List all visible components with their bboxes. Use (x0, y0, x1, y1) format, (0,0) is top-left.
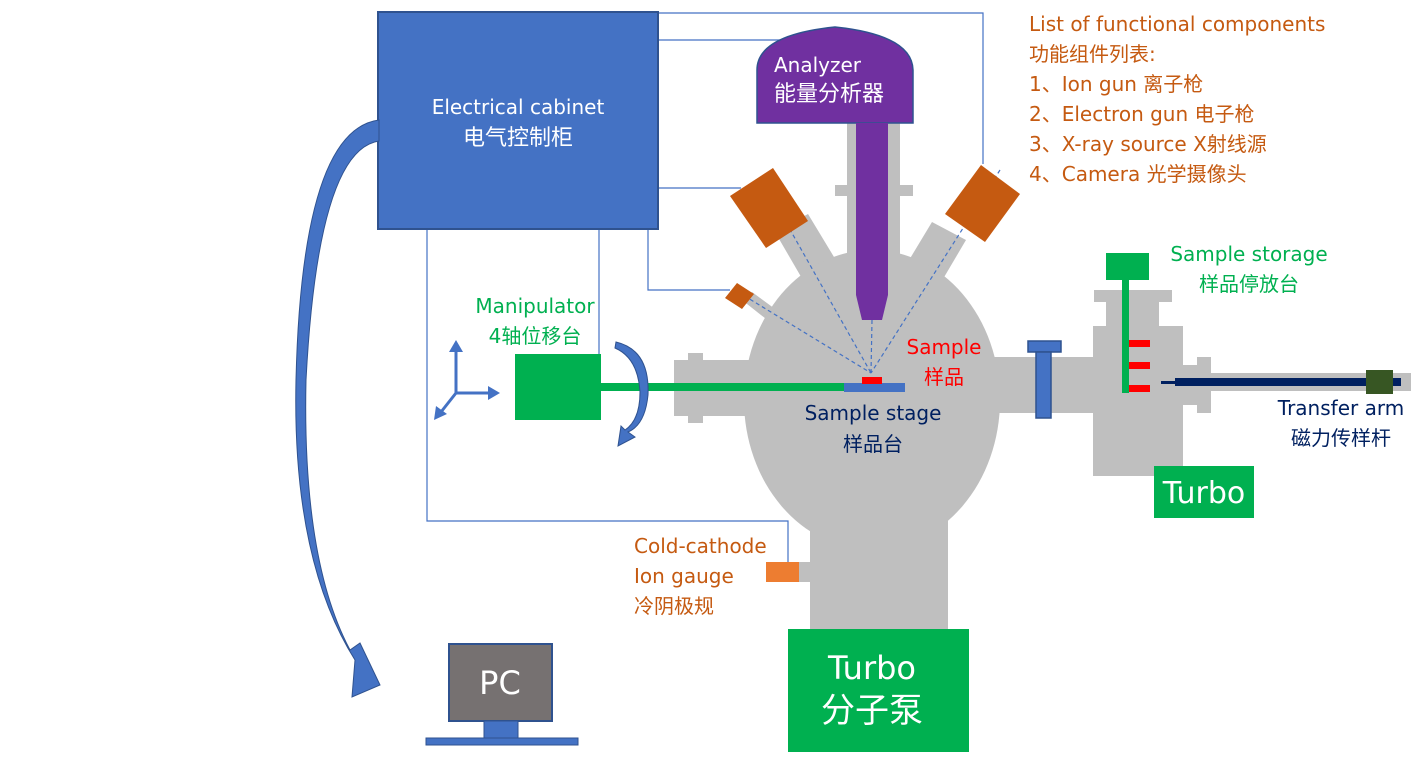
loadlock-body (1093, 326, 1183, 476)
electron-gun (730, 168, 808, 248)
manipulator[interactable] (515, 354, 905, 420)
sample-stage-label-en: Sample stage (805, 401, 942, 425)
ion-gauge-label-3: 冷阴极规 (634, 594, 714, 618)
wire-cabinet-to-camera (647, 229, 730, 291)
pc-base (425, 737, 579, 746)
gate-valve (1027, 340, 1062, 419)
analyzer-label-en: Analyzer (774, 53, 862, 77)
camera (725, 283, 754, 309)
valve-handle (1027, 340, 1062, 353)
transfer-arm-label-zh: 磁力传样杆 (1291, 426, 1391, 450)
storage-handle (1106, 253, 1149, 280)
ion-gauge-label-1: Cold-cathode (634, 534, 767, 558)
sample-stage (844, 383, 905, 392)
pump-neck (810, 510, 948, 635)
storage-sample-1 (1129, 340, 1150, 347)
turbo-pump-main[interactable] (788, 629, 969, 752)
loadlock-neck (1106, 302, 1159, 326)
analyzer-label-zh: 能量分析器 (774, 82, 884, 107)
xray-source (945, 165, 1020, 242)
component-list-item: 4、Camera 光学摄像头 (1029, 162, 1247, 186)
sample-storage[interactable] (1106, 253, 1150, 393)
loadlock-left (1080, 357, 1100, 413)
analyzer (756, 26, 914, 320)
xyz-axes-icon (434, 340, 500, 420)
component-list-item: 2、Electron gun 电子枪 (1029, 102, 1255, 126)
analyzer-lens-column (856, 123, 888, 320)
beam-analyzer (870, 319, 873, 374)
transfer-arm[interactable] (1161, 370, 1401, 394)
beam-camera (737, 291, 872, 374)
wire-cabinet-to-gauge (426, 229, 789, 562)
sample (862, 377, 882, 384)
transfer-arm-label-en: Transfer arm (1277, 396, 1404, 420)
component-list-title-en: List of functional components (1029, 12, 1325, 36)
turbo-small-label: Turbo (1162, 476, 1246, 511)
sample-stage-label-zh: 样品台 (843, 432, 903, 456)
main-chamber (674, 115, 1100, 635)
turbo-pump-small[interactable] (1154, 466, 1254, 518)
transfer-arm-knob (1366, 370, 1393, 394)
turbo-main-label-en: Turbo (827, 649, 916, 687)
sample-storage-label-zh: 样品停放台 (1199, 272, 1299, 296)
sources (725, 165, 1020, 309)
transfer-arm-tip (1161, 381, 1175, 384)
cabinet-label-en: Electrical cabinet (432, 95, 605, 119)
electrical-cabinet[interactable] (377, 11, 659, 230)
ion-gauge-label-2: Ion gauge (634, 564, 734, 588)
pc[interactable] (425, 643, 579, 746)
storage-sample-3 (1129, 385, 1150, 392)
analyzer-dome (756, 26, 914, 124)
storage-sample-2 (1129, 362, 1150, 369)
cabinet-label-zh: 电气控制柜 (463, 126, 573, 151)
wire-cabinet-to-analyzer-top (657, 12, 984, 164)
rotation-arrow-icon (614, 341, 649, 447)
loadlock-top-flange (1094, 290, 1172, 302)
pc-stand (483, 720, 519, 739)
sample-storage-label-en: Sample storage (1170, 242, 1327, 266)
sample-label-zh: 样品 (924, 365, 964, 389)
pc-label: PC (479, 664, 521, 702)
control-wires (426, 12, 984, 562)
manipulator-rod (601, 383, 846, 391)
turbo-main-label-zh: 分子泵 (821, 691, 923, 731)
data-link-arrow-icon (295, 119, 381, 698)
pc-monitor (448, 643, 553, 722)
component-list-item: 1、Ion gun 离子枪 (1029, 72, 1203, 96)
component-list-title-zh: 功能组件列表: (1029, 42, 1156, 66)
ion-gauge (766, 562, 799, 582)
storage-rod (1122, 280, 1129, 393)
manipulator-body (515, 354, 601, 420)
sample-label-en: Sample (907, 335, 982, 359)
transfer-arm-rod (1175, 378, 1401, 386)
component-list-item: 3、X-ray source X射线源 (1029, 132, 1267, 156)
beam-xray-source (870, 169, 1001, 374)
valve-stem (1035, 351, 1052, 419)
chamber-sphere (744, 250, 1000, 550)
manipulator-label-zh: 4轴位移台 (489, 324, 582, 348)
manipulator-label-en: Manipulator (475, 294, 595, 318)
gauge-port (798, 562, 812, 582)
